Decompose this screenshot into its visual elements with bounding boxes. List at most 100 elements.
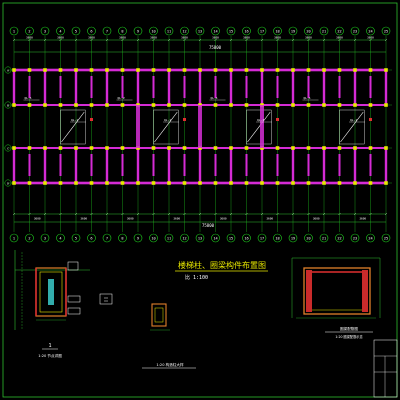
grid-bubble-label: 25	[384, 237, 388, 241]
wall-vertical	[384, 70, 388, 105]
grid-bubble	[102, 26, 112, 36]
grid-bubble-label: 16	[244, 30, 248, 34]
wall-vertical	[353, 70, 357, 105]
grid-bubble-label: 14	[213, 237, 217, 241]
column	[89, 146, 94, 150]
wall-vertical	[338, 76, 341, 98]
detail-left: 1 1:20 节点详图	[14, 250, 90, 358]
column	[27, 181, 32, 185]
wall-vertical	[136, 148, 140, 183]
grid-bubble-label: 25	[384, 30, 388, 34]
title-block	[373, 339, 398, 398]
column	[229, 68, 233, 72]
grid-bubble	[350, 26, 360, 36]
grid-bubble	[211, 233, 220, 243]
column	[306, 181, 311, 185]
grid-bubble	[149, 233, 158, 243]
column	[58, 181, 63, 185]
grid-bubble-label: 5	[75, 237, 77, 241]
grid-bubble-label: 12	[182, 30, 186, 34]
column	[337, 181, 342, 185]
column	[306, 146, 311, 150]
grid-bubble-label: 10	[151, 30, 155, 34]
column	[275, 146, 280, 150]
grid-bubble	[381, 233, 391, 243]
grid-bubble	[319, 233, 329, 243]
grid-bubble-label: 2	[28, 30, 30, 34]
wall-vertical	[229, 148, 233, 183]
grid-bubble-label: 9	[137, 237, 139, 241]
wall-vertical	[12, 148, 16, 183]
detail-right-sub: 1:20 圈梁配筋示意	[335, 334, 362, 339]
column	[43, 68, 47, 72]
wall-vertical	[152, 76, 155, 98]
grid-bubble-label: 21	[322, 237, 326, 241]
grid-bubble	[304, 233, 313, 243]
grid-bubble-label: 7	[106, 237, 108, 241]
column	[229, 181, 233, 185]
wall-vertical	[291, 70, 295, 105]
wall-vertical	[291, 148, 295, 183]
stair-well	[153, 109, 179, 145]
detail-right-caption: 圈梁配筋图	[340, 326, 358, 331]
beam-label: QL-1	[211, 96, 218, 100]
column	[136, 68, 140, 72]
stair-diagonal	[247, 111, 271, 143]
column	[260, 181, 264, 185]
column	[368, 68, 373, 72]
column	[291, 68, 295, 72]
column	[337, 103, 342, 107]
column	[322, 68, 326, 72]
grid-bubble-label: 9	[137, 30, 139, 34]
column	[182, 103, 187, 107]
column	[120, 68, 125, 72]
detail-left-caption: 1:20 节点详图	[38, 353, 62, 358]
column	[58, 146, 63, 150]
grid-bubble-label: 19	[291, 237, 295, 241]
column	[291, 103, 295, 107]
grid-bubble-label: 20	[306, 30, 310, 34]
column	[74, 181, 78, 185]
column	[27, 103, 32, 107]
grid-bubble-label: 16	[244, 237, 248, 241]
grid-bubble	[40, 233, 50, 243]
wall-vertical	[43, 70, 47, 105]
column	[353, 68, 357, 72]
accent-mark	[276, 118, 279, 121]
wall-vertical	[369, 154, 372, 176]
grid-bubble-label: 17	[260, 30, 264, 34]
grid-bubble-label: 8	[121, 237, 123, 241]
grid-bubble	[40, 26, 50, 36]
grid-bubble-label: 12	[182, 237, 186, 241]
grid-bubble-label: 3	[44, 30, 46, 34]
stair-well	[246, 109, 272, 145]
wall-vertical	[229, 70, 233, 105]
wall-vertical	[59, 154, 62, 176]
stair-diagonal	[154, 111, 178, 143]
column	[167, 146, 171, 150]
grid-bubble	[71, 26, 81, 36]
wall-vertical	[183, 154, 186, 176]
grid-bubble	[257, 233, 267, 243]
wall-vertical	[28, 76, 31, 98]
grid-bubble-label: 24	[368, 30, 372, 34]
grid-bubble	[226, 26, 236, 36]
detail-middle: 1:20 构造柱大样	[142, 303, 196, 369]
accent-mark	[183, 118, 186, 121]
grid-bubble	[366, 233, 375, 243]
title-scale-prefix: 比	[185, 274, 190, 281]
wall-vertical	[105, 148, 109, 183]
wall-vertical	[43, 148, 47, 183]
wall-vertical	[74, 148, 78, 183]
column	[151, 181, 156, 185]
grid-bubble	[149, 26, 158, 36]
column	[353, 103, 357, 107]
column	[306, 68, 311, 72]
column	[182, 146, 187, 150]
total-dimension-top: 75800	[209, 45, 222, 50]
grid-bubble	[102, 233, 112, 243]
grid-bubble-label: 18	[275, 30, 279, 34]
dim-text: 3600	[266, 217, 273, 221]
column	[136, 181, 140, 185]
